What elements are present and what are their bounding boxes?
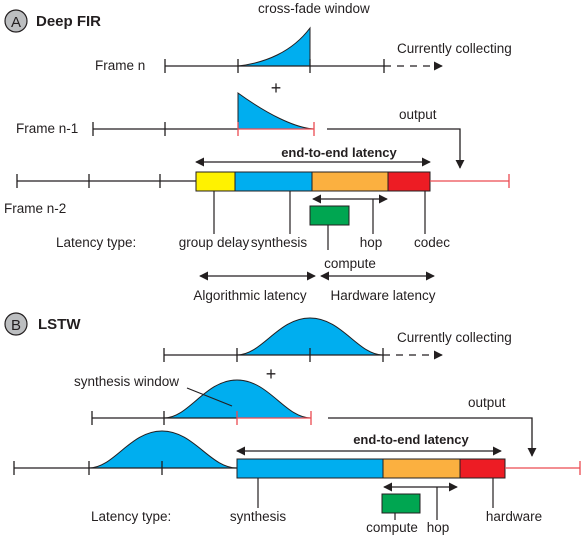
lstw-hardware-block — [459, 458, 506, 479]
cross-fade-window-label: cross-fade window — [258, 1, 370, 16]
plus-sign: + — [271, 78, 282, 98]
panel-b-title: LSTW — [38, 316, 81, 333]
synthesis-window-pointer — [186, 387, 233, 407]
badge-b-circle — [4, 312, 28, 336]
synthesis-block — [234, 171, 313, 192]
lstw-hop-label: hop — [427, 520, 450, 535]
lstw-output-label: output — [468, 395, 506, 410]
lstw-latency-type-label: Latency type: — [91, 509, 171, 524]
lstw-frame-n1-window — [163, 379, 312, 419]
lstw-hardware-label: hardware — [486, 509, 542, 524]
e2e-latency-label: end-to-end latency — [281, 145, 397, 160]
compute-label: compute — [324, 256, 376, 271]
lstw-frame-n-window — [236, 317, 384, 356]
frame-n-label: Frame n — [95, 58, 145, 73]
hop-label: hop — [360, 235, 383, 250]
synthesis-label: synthesis — [251, 235, 308, 250]
panel-a: A Deep FIR cross-fade window Frame n Cur… — [4, 1, 512, 303]
lstw-compute-label: compute — [366, 520, 418, 535]
latency-type-label: Latency type: — [56, 235, 136, 250]
frame-n1-label: Frame n-1 — [16, 121, 78, 136]
algorithmic-latency-label: Algorithmic latency — [193, 288, 307, 303]
badge-b-letter: B — [11, 317, 21, 334]
frame-n1-window — [237, 92, 315, 130]
codec-label: codec — [414, 235, 450, 250]
hardware-latency-label: Hardware latency — [330, 288, 435, 303]
lstw-frame-n2-window — [88, 430, 238, 469]
frame-n2-label: Frame n-2 — [4, 201, 66, 216]
lstw-hop-block — [382, 458, 461, 479]
frame-n-window — [237, 26, 311, 67]
hop-block — [311, 171, 389, 192]
lstw-e2e-latency-label: end-to-end latency — [353, 432, 469, 447]
currently-collecting-label: Currently collecting — [397, 41, 512, 56]
codec-block — [387, 171, 431, 192]
group-delay-label: group delay — [179, 235, 250, 250]
panel-b: B LSTW Currently collecting + synthesis … — [4, 312, 581, 535]
panel-a-title: Deep FIR — [36, 13, 101, 30]
output-arrow — [327, 128, 465, 169]
lstw-output-arrow — [328, 417, 537, 457]
output-label: output — [399, 107, 437, 122]
group-delay-block — [195, 171, 236, 192]
synthesis-window-label: synthesis window — [74, 374, 179, 389]
badge-a-letter: A — [11, 14, 21, 31]
compute-block — [309, 205, 350, 226]
lstw-synthesis-block — [236, 458, 384, 479]
lstw-currently-collecting-label: Currently collecting — [397, 330, 512, 345]
badge-a-circle — [4, 9, 28, 33]
lstw-compute-block — [381, 493, 421, 514]
lstw-synthesis-label: synthesis — [230, 509, 287, 524]
lstw-plus-sign: + — [266, 364, 277, 384]
